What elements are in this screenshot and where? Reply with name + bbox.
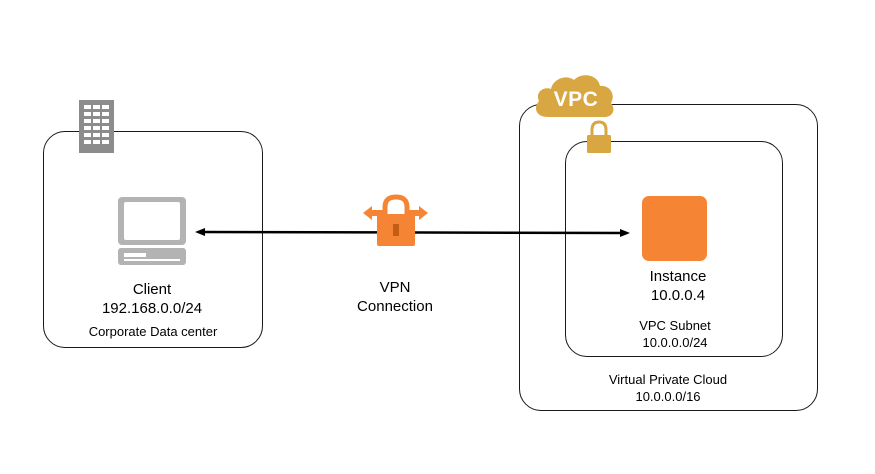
vpc-badge-label: VPC <box>553 88 599 111</box>
vpn-gateway-icon <box>363 194 428 246</box>
vpc-container <box>519 104 818 411</box>
corporate-data-center-container <box>43 131 263 348</box>
vpc-subnet-container <box>565 141 783 357</box>
instance-icon <box>642 196 707 261</box>
vpn-connection-line2: Connection <box>357 298 433 315</box>
computer-icon <box>118 197 186 265</box>
corporate-data-center-label: Corporate Data center <box>88 324 218 339</box>
client-cidr: 192.168.0.0/24 <box>101 300 203 317</box>
vpc-subnet-cidr: 10.0.0.0/24 <box>642 335 708 350</box>
client-name: Client <box>132 281 172 298</box>
lock-icon <box>587 120 611 153</box>
vpc-cidr: 10.0.0.0/16 <box>635 389 701 404</box>
instance-ip: 10.0.0.4 <box>650 287 706 304</box>
vpc-subnet-label: VPC Subnet <box>639 318 711 333</box>
vpc-cloud-icon <box>536 75 614 118</box>
instance-name: Instance <box>649 268 707 285</box>
vpc-label: Virtual Private Cloud <box>608 372 728 387</box>
building-icon <box>79 100 114 153</box>
vpn-connection-line1: VPN <box>379 279 411 296</box>
